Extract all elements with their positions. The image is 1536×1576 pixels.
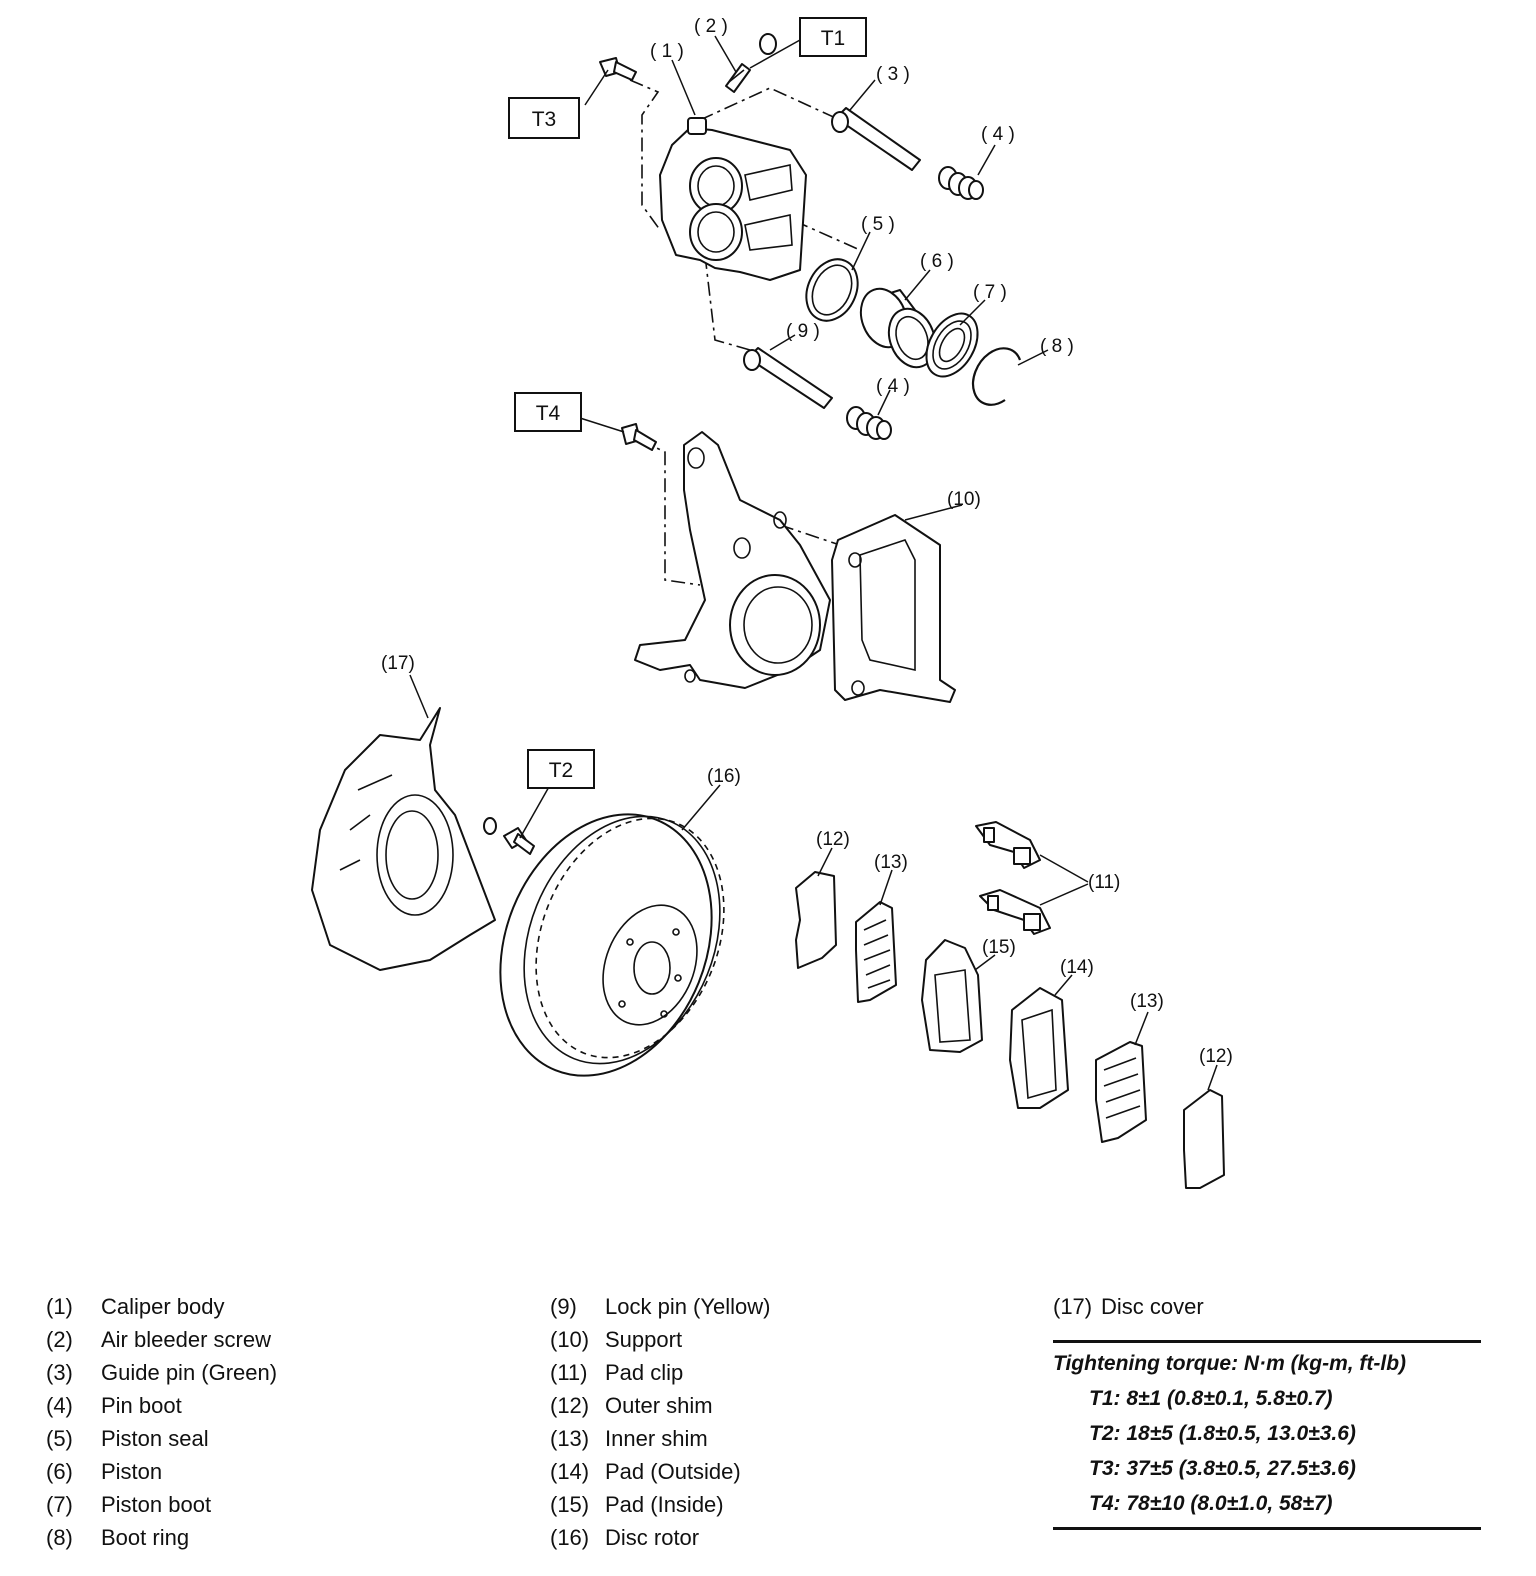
callout-15: (15) xyxy=(982,937,1016,958)
callout-5: ( 5 ) xyxy=(861,214,895,235)
torque-tag-t4: T4 xyxy=(514,392,582,432)
torque-row-t2: T2: 18±5 (1.8±0.5, 13.0±3.6) xyxy=(1089,1422,1356,1445)
lock-pin xyxy=(743,347,833,409)
callout-13-left: (13) xyxy=(874,852,908,873)
callout-14: (14) xyxy=(1060,957,1094,978)
pad-clip-lower xyxy=(979,889,1051,935)
pad-outside xyxy=(1009,987,1069,1109)
piston-boot xyxy=(925,312,979,378)
caliper-body xyxy=(659,117,807,281)
callout-4-lower: ( 4 ) xyxy=(876,376,910,397)
callout-9: ( 9 ) xyxy=(786,321,820,342)
torque-row-t3: T3: 37±5 (3.8±0.5, 27.5±3.6) xyxy=(1089,1457,1356,1480)
callout-16: (16) xyxy=(707,766,741,787)
torque-rule-top xyxy=(1053,1340,1481,1343)
legend-column-2: (9)Lock pin (Yellow) (10)Support (11)Pad… xyxy=(550,1290,771,1554)
legend-row: (7)Piston boot xyxy=(46,1492,212,1517)
legend-row: (8)Boot ring xyxy=(46,1525,190,1550)
pin-boot-lower xyxy=(846,406,892,440)
pad-inside xyxy=(921,939,983,1053)
callout-2: ( 2 ) xyxy=(694,16,728,37)
callout-17: (17) xyxy=(381,653,415,674)
svg-text:T3: T3 xyxy=(532,108,557,131)
legend-row: (16)Disc rotor xyxy=(550,1525,700,1550)
torque-row-t1: T1: 8±1 (0.8±0.1, 5.8±0.7) xyxy=(1089,1387,1333,1410)
torque-rule-bottom xyxy=(1053,1527,1481,1530)
outer-shim-left xyxy=(795,871,837,969)
legend-column-1: (1)Caliper body (2)Air bleeder screw (3)… xyxy=(46,1290,277,1554)
callout-10: (10) xyxy=(947,489,981,510)
legend-row: (5)Piston seal xyxy=(46,1426,209,1451)
inner-shim-left xyxy=(855,901,897,1003)
legend-row: (6)Piston xyxy=(46,1459,163,1484)
callout-1: ( 1 ) xyxy=(650,41,684,62)
callout-3: ( 3 ) xyxy=(876,64,910,85)
exploded-brake-diagram: ( 1 ) ( 2 ) ( 3 ) ( 4 ) ( 5 ) ( 6 ) ( 7 … xyxy=(311,16,1233,1189)
piston-seal xyxy=(805,258,859,322)
legend-row: (15)Pad (Inside) xyxy=(550,1492,724,1517)
pin-boot-upper xyxy=(938,166,984,200)
parts-legend: (1)Caliper body (2)Air bleeder screw (3)… xyxy=(0,1280,1536,1570)
legend-row: (12)Outer shim xyxy=(550,1393,713,1418)
pad-clip-upper xyxy=(975,821,1041,869)
legend-row: (17)Disc cover xyxy=(1053,1294,1204,1319)
torque-tag-t3: T3 xyxy=(508,97,580,139)
svg-text:T4: T4 xyxy=(536,402,561,425)
legend-row: (14)Pad (Outside) xyxy=(550,1459,741,1484)
t3-bolt xyxy=(599,57,637,81)
inner-shim-right xyxy=(1095,1041,1147,1143)
torque-spec-table: Tightening torque: N·m (kg-m, ft-lb) T1:… xyxy=(1053,1340,1481,1530)
torque-tag-t2: T2 xyxy=(527,749,595,789)
legend-column-3: (17)Disc cover xyxy=(1053,1290,1204,1323)
legend-row: (2)Air bleeder screw xyxy=(46,1327,271,1352)
t4-bolt xyxy=(621,423,657,451)
callout-4-upper: ( 4 ) xyxy=(981,124,1015,145)
torque-heading: Tightening torque: N·m (kg-m, ft-lb) xyxy=(1053,1352,1407,1375)
callout-7: ( 7 ) xyxy=(973,282,1007,303)
svg-text:T1: T1 xyxy=(821,27,846,50)
legend-row: (10)Support xyxy=(550,1327,683,1352)
disc-cover xyxy=(311,707,496,971)
legend-row: (1)Caliper body xyxy=(46,1294,225,1319)
svg-text:T2: T2 xyxy=(549,759,574,782)
callout-12-right: (12) xyxy=(1199,1046,1233,1067)
t2-bolt xyxy=(483,817,535,855)
callout-8: ( 8 ) xyxy=(1040,336,1074,357)
boot-ring xyxy=(972,347,1022,406)
guide-pin xyxy=(831,107,921,171)
steering-knuckle xyxy=(634,431,831,689)
callout-6: ( 6 ) xyxy=(920,251,954,272)
torque-tag-t1: T1 xyxy=(799,17,867,57)
disc-rotor xyxy=(499,813,725,1077)
piston xyxy=(859,287,937,369)
bleeder-cap xyxy=(759,33,777,55)
air-bleeder-screw xyxy=(725,63,751,93)
torque-row-t4: T4: 78±10 (8.0±1.0, 58±7) xyxy=(1089,1492,1333,1515)
outer-shim-right xyxy=(1183,1089,1225,1189)
legend-row: (3)Guide pin (Green) xyxy=(46,1360,278,1385)
legend-row: (9)Lock pin (Yellow) xyxy=(550,1294,771,1319)
legend-row: (4)Pin boot xyxy=(46,1393,182,1418)
callout-12-left: (12) xyxy=(816,829,850,850)
legend-row: (11)Pad clip xyxy=(550,1360,684,1385)
callout-13-right: (13) xyxy=(1130,991,1164,1012)
support-bracket xyxy=(831,514,956,703)
legend-row: (13)Inner shim xyxy=(550,1426,708,1451)
callout-11: (11) xyxy=(1088,872,1120,893)
